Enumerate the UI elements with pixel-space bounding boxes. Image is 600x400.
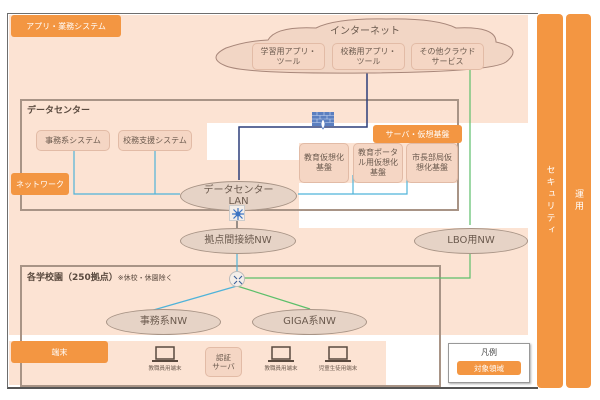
inter-site-nw: 拠点間接続NW (180, 228, 296, 254)
schools-title-text: 各学校園（250拠点） (27, 273, 118, 283)
operations-bar: 運用 (566, 14, 591, 388)
admin-nw: 事務系NW (106, 309, 221, 335)
server-layer-tag: サーバ・仮想基盤 (373, 125, 462, 143)
school-support-system: 校務支援システム (118, 130, 192, 151)
switch-giga-nw-link (236, 285, 311, 310)
legend-target-area: 対象領域 (457, 361, 521, 375)
laptop-icon (152, 346, 178, 362)
network-layer-tag: ネットワーク (11, 173, 69, 195)
admin-system: 事務系システム (36, 130, 110, 151)
schools-group (20, 265, 441, 387)
legend-title: 凡例 (481, 348, 497, 357)
giga-nw: GIGA系NW (252, 309, 367, 335)
edu-virtualization: 教育仮想化 基盤 (299, 143, 349, 183)
terminal-staff-1: 教職員用端末 (140, 346, 190, 372)
firewall-link (238, 69, 368, 180)
core-switch-icon (229, 205, 245, 221)
terminal-students: 児童生徒用端末 (310, 346, 366, 372)
apps-layer-tag: アプリ・業務システム (11, 15, 121, 37)
lbo-to-school-link (241, 248, 471, 279)
legend: 凡例 対象領域 (448, 343, 530, 383)
schools-title: 各学校園（250拠点）※休校・休園除く (27, 270, 173, 283)
terminal-layer-tag: 端末 (11, 341, 108, 363)
service-other-cloud: その他クラウド サービス (411, 43, 484, 70)
diagram-frame (7, 13, 538, 389)
firewall-icon (312, 112, 334, 130)
laptop-icon (325, 346, 351, 362)
terminal-staff-2: 教職員用端末 (256, 346, 306, 372)
lbo-nw: LBO用NW (414, 228, 528, 254)
terminal-label: 児童生徒用端末 (318, 366, 358, 372)
service-learning-apps: 学習用アプリ・ ツール (252, 43, 325, 70)
admin-system-link (73, 150, 180, 195)
laptop-icon (268, 346, 294, 362)
schools-note: ※休校・休園除く (117, 274, 173, 282)
school-switch-icon (229, 271, 245, 287)
edu-portal-virtualization: 教育ポータ ル用仮想化 基盤 (353, 143, 403, 183)
switch-admin-nw-link (149, 285, 238, 312)
terminal-label: 教職員用端末 (264, 366, 298, 372)
city-virtualization: 市長部局仮 想化基盤 (406, 143, 458, 183)
datacenter-title: データセンター (27, 106, 91, 116)
network-layer-band-mid (9, 160, 299, 181)
internet-title: インターネット (330, 26, 400, 37)
service-school-apps: 校務用アプリ・ ツール (332, 43, 405, 70)
auth-server: 認証 サーバ (205, 347, 242, 377)
security-bar: セキュリティ (537, 14, 563, 388)
terminal-label: 教職員用端末 (148, 366, 182, 372)
